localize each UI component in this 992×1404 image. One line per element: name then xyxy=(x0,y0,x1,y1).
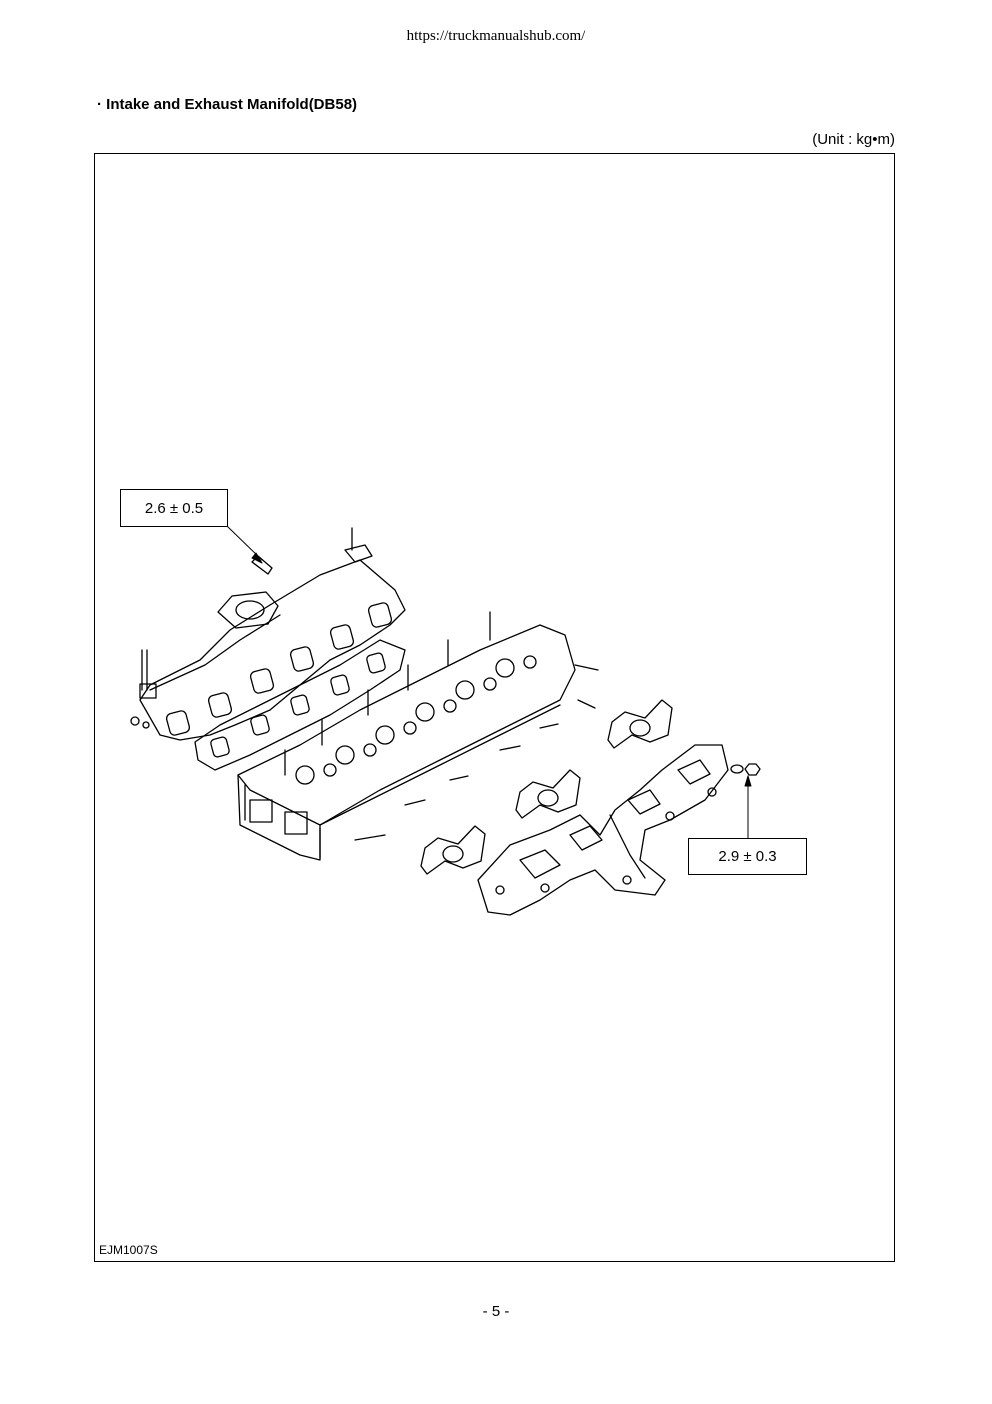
exhaust-torque-callout: 2.9 ± 0.3 xyxy=(688,838,807,875)
unit-label: (Unit : kg•m) xyxy=(812,131,895,148)
intake-manifold-drawing xyxy=(130,527,406,741)
intake-gasket-drawing xyxy=(194,639,406,771)
intake-torque-callout: 2.6 ± 0.5 xyxy=(120,489,228,527)
section-title: · Intake and Exhaust Manifold(DB58) xyxy=(97,96,358,113)
cylinder-head-drawing xyxy=(237,611,599,861)
exhaust-gaskets-drawing xyxy=(420,699,673,875)
exhaust-manifold-drawing xyxy=(477,744,761,916)
page-number: - 5 - xyxy=(482,1303,510,1320)
source-url: https://truckmanualshub.com/ xyxy=(406,28,586,44)
figure-code: EJM1007S xyxy=(99,1243,158,1257)
figure-frame: EJM1007S xyxy=(94,153,895,1262)
leader-lines xyxy=(227,526,752,839)
